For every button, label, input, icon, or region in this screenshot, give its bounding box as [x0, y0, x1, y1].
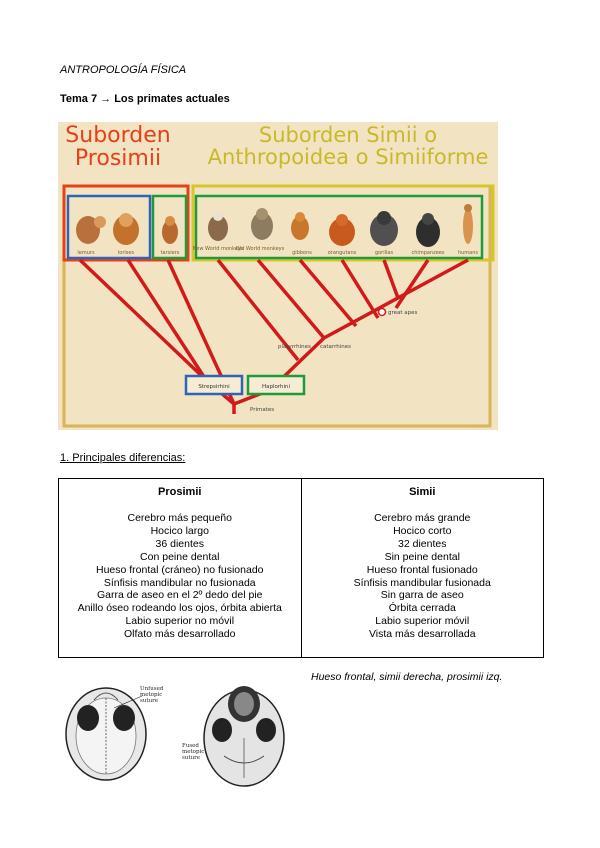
catarrhines-label: catarrhines — [320, 344, 351, 350]
prosimii-trait: Labio superior no móvil — [125, 615, 235, 628]
animal-labels: lemurs lorises tarsiers New World monkey… — [77, 246, 478, 256]
simii-trait: Sin peine dental — [384, 550, 460, 563]
strepsirhini-node-box — [184, 374, 244, 396]
prosimii-traits-cell: Cerebro más pequeño Hocico largo 36 dien… — [58, 506, 302, 658]
animal-label: gibbons — [292, 250, 312, 256]
topic-title: Tema 7 → Los primates actuales — [60, 93, 230, 105]
tarsier-box — [151, 194, 188, 260]
skull-caption: Hueso frontal, simii derecha, prosimii i… — [311, 671, 503, 683]
prosimii-trait: Cerebro más pequeño — [127, 512, 232, 524]
prosimii-trait: 36 dientes — [155, 537, 204, 550]
column-header-prosimii: Prosimii — [58, 478, 302, 506]
animal-label: Old World monkeys — [236, 246, 285, 252]
simii-trait: Hocico corto — [393, 524, 452, 537]
haplorhini-node-box — [246, 374, 306, 396]
prosimii-skull-illustration — [65, 687, 147, 781]
prosimii-trait: Hocico largo — [150, 524, 209, 537]
simii-trait: Hueso frontal fusionado — [366, 563, 478, 576]
prosimii-trait: Anillo óseo rodeando los ojos, órbita ab… — [77, 602, 282, 615]
phylogeny-tree — [78, 258, 469, 414]
simii-traits-cell: Cerebro más grande Hocico corto 32 dient… — [300, 506, 544, 658]
outer-frame — [62, 186, 492, 428]
simii-trait: Sin garra de aseo — [380, 589, 464, 602]
simii-trait: 32 dientes — [398, 537, 447, 550]
strepsirhini-box — [66, 194, 152, 260]
prosimii-trait: Garra de aseo en el 2º dedo del pie — [96, 589, 263, 602]
animal-label: New World monkeys — [193, 246, 244, 252]
great-apes-node — [377, 307, 387, 317]
unfused-suture-label: Unfused metopic suture — [140, 686, 164, 704]
simii-trait: Cerebro más grande — [374, 512, 471, 524]
animal-label: lemurs — [77, 250, 95, 256]
suborder-prosimii-title: Suborden Prosimii — [65, 123, 171, 172]
column-header-simii: Simii — [300, 478, 544, 506]
platyrrhines-label: platyrrhines — [278, 344, 311, 350]
animal-label: lorises — [118, 250, 135, 256]
prosimii-trait: Olfato más desarrollado — [124, 628, 236, 641]
section-heading: 1. Principales diferencias: — [60, 452, 186, 464]
prosimii-trait: Hueso frontal (cráneo) no fusionado — [95, 563, 264, 576]
great-apes-label: great apes — [388, 310, 418, 316]
primates-label: Primates — [250, 407, 274, 413]
phylogeny-diagram: lemurs lorises tarsiers New World monkey… — [62, 184, 495, 428]
suborder-simii-title: Suborden Simii o Anthropoidea o Simiifor… — [207, 123, 489, 170]
anthropoid-box — [194, 194, 484, 260]
animal-label: orangutans — [328, 250, 357, 256]
simii-trait: Vista más desarrollada — [368, 628, 476, 641]
simii-trait: Órbita cerrada — [388, 602, 456, 615]
course-title: ANTROPOLOGÍA FÍSICA — [60, 64, 187, 76]
simii-trait: Labio superior móvil — [375, 615, 470, 628]
differences-table: Prosimii Simii Cerebro más pequeño Hocic… — [58, 478, 544, 658]
simii-trait: Sínfisis mandibular fusionada — [353, 576, 491, 589]
prosimii-trait: Con peine dental — [140, 550, 220, 563]
animal-label: humans — [458, 250, 478, 256]
animal-illustrations — [76, 204, 473, 247]
strepsirhini-label: Strepsirhini — [198, 384, 230, 390]
primate-phylogeny-figure: lemurs lorises tarsiers New World monkey… — [58, 122, 498, 430]
prosimii-trait: Sínfisis mandibular no fusionada — [103, 576, 256, 589]
haplorhini-label: Haplorhini — [262, 384, 291, 390]
animal-label: chimpanzees — [412, 250, 445, 256]
prosimii-group-box — [62, 184, 190, 262]
simii-skull-illustration — [203, 686, 285, 787]
animal-label: tarsiers — [161, 250, 180, 256]
animal-label: gorillas — [375, 250, 394, 256]
fused-suture-label: Fused metopic suture — [182, 743, 205, 761]
